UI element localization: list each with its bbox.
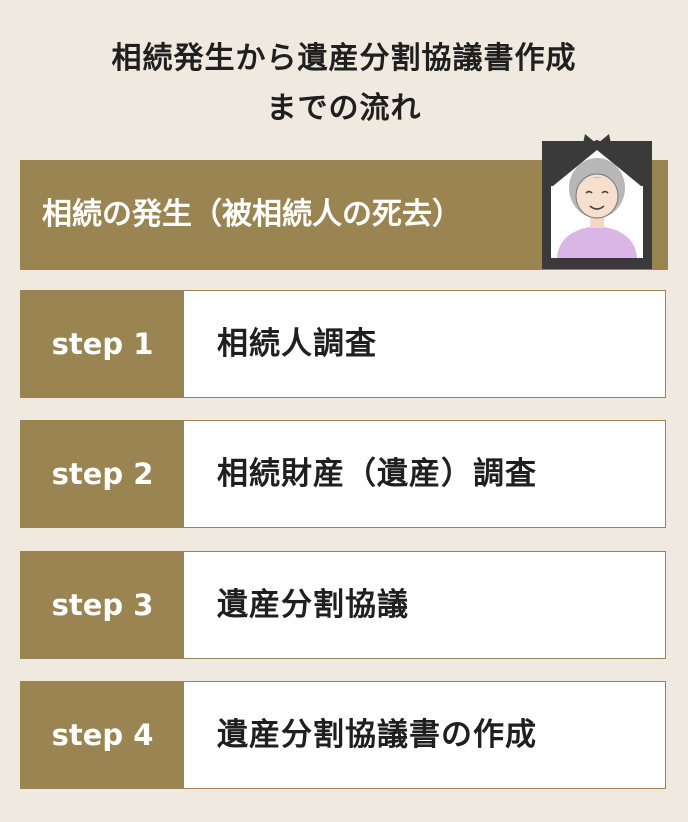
inheritance-origin-label: 相続の発生（被相続人の死去） <box>42 197 462 232</box>
step-3-label: 遺産分割協議 <box>217 587 409 623</box>
page-title-line-2: までの流れ <box>266 91 422 126</box>
step-4-badge: step 4 <box>21 682 184 788</box>
step-2-badge: step 2 <box>21 421 184 527</box>
step-4-row: step 4 遺産分割協議書の作成 <box>20 681 666 789</box>
step-2-row: step 2 相続財産（遺産）調査 <box>20 420 666 528</box>
inheritance-origin-box: 相続の発生（被相続人の死去） <box>20 134 668 270</box>
step-1-badge: step 1 <box>21 291 184 397</box>
memorial-portrait-icon <box>542 134 652 269</box>
step-4-label: 遺産分割協議書の作成 <box>217 717 537 753</box>
step-1-label: 相続人調査 <box>217 326 377 362</box>
step-1-row: step 1 相続人調査 <box>20 290 666 398</box>
step-3-badge: step 3 <box>21 552 184 658</box>
step-2-label: 相続財産（遺産）調査 <box>217 456 537 492</box>
step-3-row: step 3 遺産分割協議 <box>20 551 666 659</box>
page-title: 相続発生から遺産分割協議書作成 までの流れ <box>0 34 688 134</box>
page-title-line-1: 相続発生から遺産分割協議書作成 <box>111 41 577 76</box>
